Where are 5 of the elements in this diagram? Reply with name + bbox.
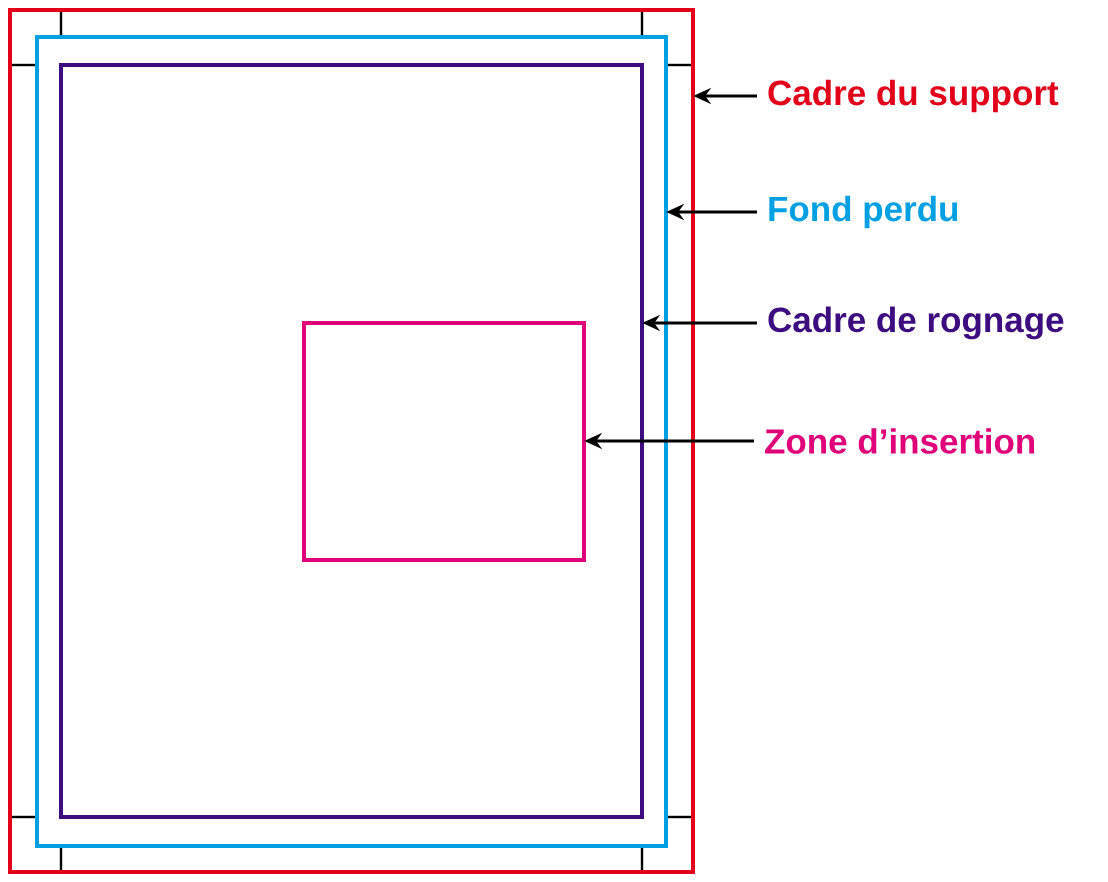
frame-label: Fond perdu: [769, 195, 958, 229]
frame-label: Cadre du support: [768, 79, 1059, 113]
frame-rectangle: [302, 321, 586, 562]
frame-label: Cadre de rognage: [768, 306, 1064, 340]
frame-label: Zone d’insertion: [765, 428, 1035, 454]
